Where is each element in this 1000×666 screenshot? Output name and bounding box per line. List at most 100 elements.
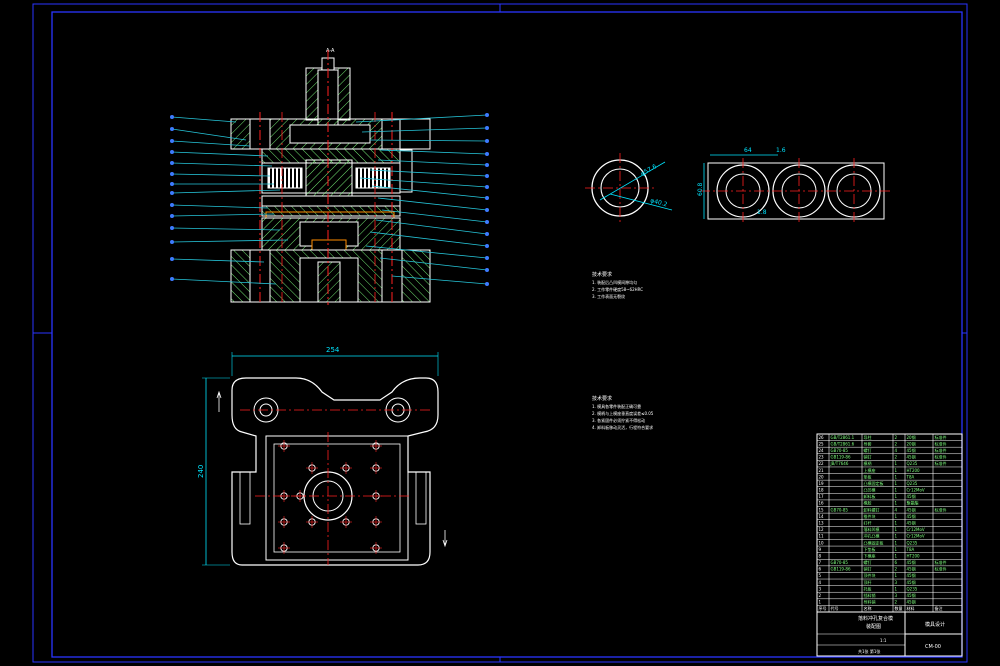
balloon-dot: [170, 226, 174, 230]
parts-cell: 8: [819, 553, 822, 558]
title-block: 落料冲孔复合模 装配图 模具设计 1:1 共1张 第1张 CM-00: [817, 611, 962, 656]
balloon-dot: [485, 152, 489, 156]
parts-cell: 10: [819, 540, 825, 545]
parts-cell: 11: [819, 534, 825, 539]
balloon-dot: [485, 256, 489, 260]
parts-cell: 45钢: [907, 566, 916, 572]
balloon-dot: [170, 172, 174, 176]
leader-line: [171, 162, 273, 167]
balloon-dot: [170, 182, 174, 186]
balloon-dot: [170, 139, 174, 143]
parts-cell: 25: [819, 441, 825, 446]
parts-cell: 13: [819, 520, 825, 525]
parts-cell: 模柄: [864, 460, 872, 466]
balloon-dot: [485, 268, 489, 272]
parts-cell: 45钢: [907, 579, 916, 585]
technical-notes-1: 技术要求 1. 装配后凸凹模间隙均匀 2. 工作零件硬度58~62HRC 3. …: [592, 271, 643, 299]
leader-line: [171, 258, 265, 263]
parts-cell: 12: [819, 527, 825, 532]
parts-cell: 20: [819, 474, 825, 479]
parts-cell: T8A: [906, 474, 915, 479]
parts-cell: Q235: [907, 461, 918, 466]
balloon-dot: [170, 115, 174, 119]
parts-cell: 6: [819, 567, 822, 572]
balloon-dot: [485, 185, 489, 189]
parts-cell: 17: [819, 494, 825, 499]
rubber-left: [267, 167, 303, 189]
parts-cell: 21: [819, 468, 825, 473]
parts-cell: 45钢: [907, 519, 916, 525]
balloon-dot: [485, 282, 489, 286]
dim-strip-pitch: 64: [744, 147, 752, 154]
parts-cell: T8A: [906, 547, 915, 552]
parts-cell: 3: [895, 593, 898, 598]
parts-cell: 1: [895, 547, 898, 552]
parts-cell: 1: [895, 553, 898, 558]
leader-line: [171, 189, 281, 194]
parts-cell: 1: [895, 540, 898, 545]
balloon-dot: [485, 196, 489, 200]
parts-cell: GB119-86: [831, 567, 851, 572]
parts-cell: 凸模固定板: [864, 480, 884, 486]
balloon-dot: [170, 150, 174, 154]
parts-cell: 24: [819, 448, 825, 453]
parts-header-cell: 名称: [864, 605, 872, 611]
parts-cell: 导套: [864, 440, 872, 446]
parts-cell: 1: [895, 534, 898, 539]
parts-cell: 打杆: [864, 519, 872, 525]
parts-cell: 14: [819, 514, 825, 519]
parts-cell: 2: [895, 567, 898, 572]
parts-cell: 落料凹模: [864, 526, 880, 532]
parts-cell: GB70-85: [831, 560, 849, 565]
parts-cell: 1: [895, 520, 898, 525]
parts-cell: GB119-86: [831, 455, 851, 460]
parts-cell: 橡胶: [864, 500, 872, 506]
notes-1-line-3: 3. 工作表面无裂纹: [592, 293, 625, 299]
parts-cell: 标准件: [935, 566, 947, 572]
balloon-dot: [170, 257, 174, 261]
parts-cell: 45钢: [907, 493, 916, 499]
title-main: 落料冲孔复合模: [858, 615, 893, 622]
dim-strip-width: 60.8: [697, 182, 704, 196]
plan-outline: [231, 377, 439, 566]
parts-cell: 5: [819, 573, 822, 578]
leader-line: [171, 213, 275, 217]
leader-line: [365, 245, 488, 259]
parts-header-cell: 数量: [895, 605, 903, 611]
balloon-dot: [485, 174, 489, 178]
parts-cell: 顶件块: [864, 572, 876, 578]
parts-cell: 15: [819, 507, 825, 512]
parts-cell: 标准件: [935, 460, 947, 466]
notes-1-line-1: 1. 装配后凸凹模间隙均匀: [592, 279, 637, 285]
parts-cell: HT200: [907, 468, 921, 473]
balloon-dot: [170, 203, 174, 207]
leader-line: [171, 140, 251, 147]
parts-cell: 卸料螺钉: [864, 506, 880, 512]
parts-cell: 2: [895, 441, 898, 446]
parts-header-cell: 序号: [819, 605, 827, 611]
leader-line: [371, 185, 488, 199]
parts-cell: 45钢: [907, 454, 916, 460]
title-scale: 1:1: [880, 638, 887, 643]
balloon-dot: [485, 208, 489, 212]
parts-cell: 推件块: [864, 513, 876, 519]
leader-line: [377, 197, 488, 211]
leader-line: [375, 219, 488, 235]
parts-cell: 1: [895, 494, 898, 499]
balloon-dot: [485, 139, 489, 143]
rubber-right: [355, 167, 391, 189]
leader-line: [359, 177, 488, 188]
leader-line: [171, 151, 269, 157]
parts-cell: 1: [895, 501, 898, 506]
parts-cell: 冲孔凸模: [864, 533, 880, 539]
notes-2-line-4: 4. 卸料板移动灵活，行程符合要求: [592, 424, 653, 430]
parts-cell: 标准件: [935, 447, 947, 453]
leader-line: [379, 257, 488, 271]
balloon-dot: [485, 244, 489, 248]
parts-cell: Q235: [907, 540, 918, 545]
strip-layout-view: 64 1.6 60.8 1.8: [697, 147, 890, 224]
parts-cell: 3: [895, 580, 898, 585]
drawing-frame: [32, 3, 968, 663]
balloon-dot: [170, 214, 174, 218]
